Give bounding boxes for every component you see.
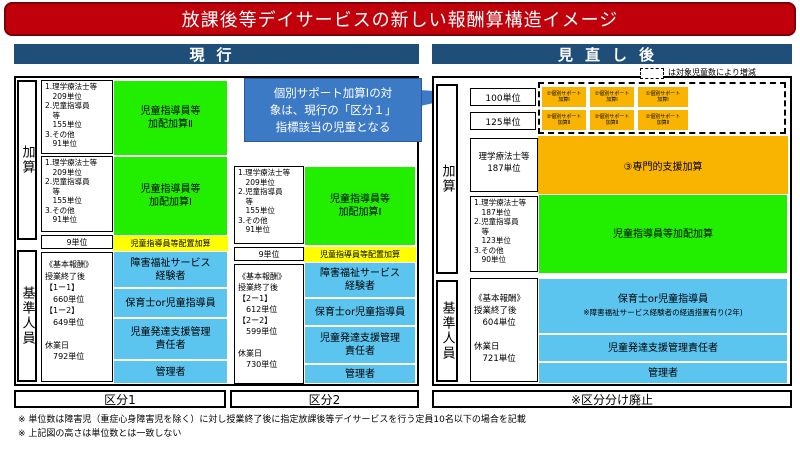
support2-a: ②個別サポート 加算Ⅱ	[542, 110, 586, 130]
page-title: 放課後等デイサービスの新しい報酬算構造イメージ	[4, 2, 796, 36]
legend-text: は対象児童数により増減	[668, 68, 756, 77]
legend-dashed-icon	[640, 68, 664, 79]
rev-staff-units: 1.理学療法士等 187単位 2.児童指導員 等 123単位 3.その他 90単…	[470, 196, 538, 272]
rev-pt-units: 理学療法士等 187単位	[470, 138, 538, 192]
support1-c: ①個別サポート 加算Ⅰ	[638, 87, 688, 107]
col2-blue3: 児童発達支援管理 責任者	[304, 326, 416, 364]
col2-base: 《基本報酬》 授業終了後 【2ー1】 612単位 【2ー2】 599単位 休業日…	[234, 264, 304, 384]
revised-header: 見直し後	[432, 44, 792, 64]
note-2: ※ 上記図の高さは単位数とは一致しない	[18, 429, 182, 439]
col1-mid-units: 1.理学療法士等 209単位 2.児童指導員 等 155単位 3.その他 91単…	[41, 156, 113, 232]
rev-blue1-note: ※障害福祉サービス経験者の経過措置有り(2年)	[583, 308, 743, 317]
rev-blue1-label: 保育士or児童指導員	[617, 294, 709, 305]
current-kasan-label: 加算	[17, 80, 37, 240]
revised-footer: ※区分分け廃止	[432, 390, 792, 408]
callout-box: 個別サポート加算Ⅰの対 象は、現行の「区分１」 指標該当の児童となる	[244, 78, 422, 142]
col2-nine: 9単位	[234, 247, 304, 261]
support1-a: ①個別サポート 加算Ⅰ	[542, 87, 586, 107]
rev-100: 100単位	[470, 88, 536, 106]
col1-top-units: 1.理学療法士等 209単位 2.児童指導員 等 155単位 3.その他 91単…	[41, 80, 113, 154]
support1-b: ①個別サポート 加算Ⅰ	[590, 87, 634, 107]
revised-kasan-label: 加算	[436, 84, 458, 274]
col1-footer: 区分1	[14, 390, 226, 408]
current-header: 現行	[14, 44, 419, 64]
note-1: ※ 単位数は障害児（重症心身障害児を除く）に対し授業終了後に指定放課後等デイサー…	[18, 415, 526, 425]
col1-blue3: 児童発達支援管理 責任者	[113, 318, 228, 360]
col1-blue4: 管理者	[113, 360, 228, 384]
rev-125: 125単位	[470, 112, 536, 130]
col1-yellow: 児童指導員等配置加算	[113, 236, 228, 251]
col2-mid-units: 1.理学療法士等 209単位 2.児童指導員 等 155単位 3.その他 91単…	[234, 166, 304, 244]
col1-green-mid: 児童指導員等 加配加算Ⅰ	[113, 156, 228, 236]
col2-footer: 区分2	[230, 390, 419, 408]
support2-b: ②個別サポート 加算Ⅱ	[590, 110, 634, 130]
current-kijun-label: 基準人員	[17, 250, 37, 382]
col1-blue2: 保育士or児童指導員	[113, 288, 228, 318]
col2-blue1: 障害福祉サービス 経験者	[304, 262, 416, 298]
col2-yellow: 児童指導員等配置加算	[304, 247, 416, 262]
rev-blue3: 管理者	[538, 362, 788, 384]
rev-blue2: 児童発達支援管理責任者	[538, 334, 788, 362]
rev-special: ③専門的支援加算	[538, 136, 788, 194]
revised-kijun-label: 基準人員	[436, 280, 458, 382]
rev-blue1: 保育士or児童指導員 ※障害福祉サービス経験者の経過措置有り(2年)	[538, 278, 788, 334]
col2-blue4: 管理者	[304, 364, 416, 384]
rev-base: 《基本報酬》 授業終了後 604単位 休業日 721単位	[470, 278, 538, 382]
col2-green-mid: 児童指導員等 加配加算Ⅰ	[304, 166, 416, 246]
col1-blue1: 障害福祉サービス 経験者	[113, 251, 228, 288]
col1-green-top: 児童指導員等 加配加算Ⅱ	[113, 80, 228, 156]
col2-blue2: 保育士or児童指導員	[304, 298, 416, 326]
rev-green: 児童指導員等加配加算	[538, 194, 788, 274]
col1-nine: 9単位	[41, 235, 113, 249]
col1-base: 《基本報酬》 授業終了後 【1ー1】 660単位 【1ー2】 649単位 休業日…	[41, 252, 113, 382]
support-dashed-area	[538, 82, 786, 134]
support2-c: ②個別サポート 加算Ⅱ	[638, 110, 688, 130]
